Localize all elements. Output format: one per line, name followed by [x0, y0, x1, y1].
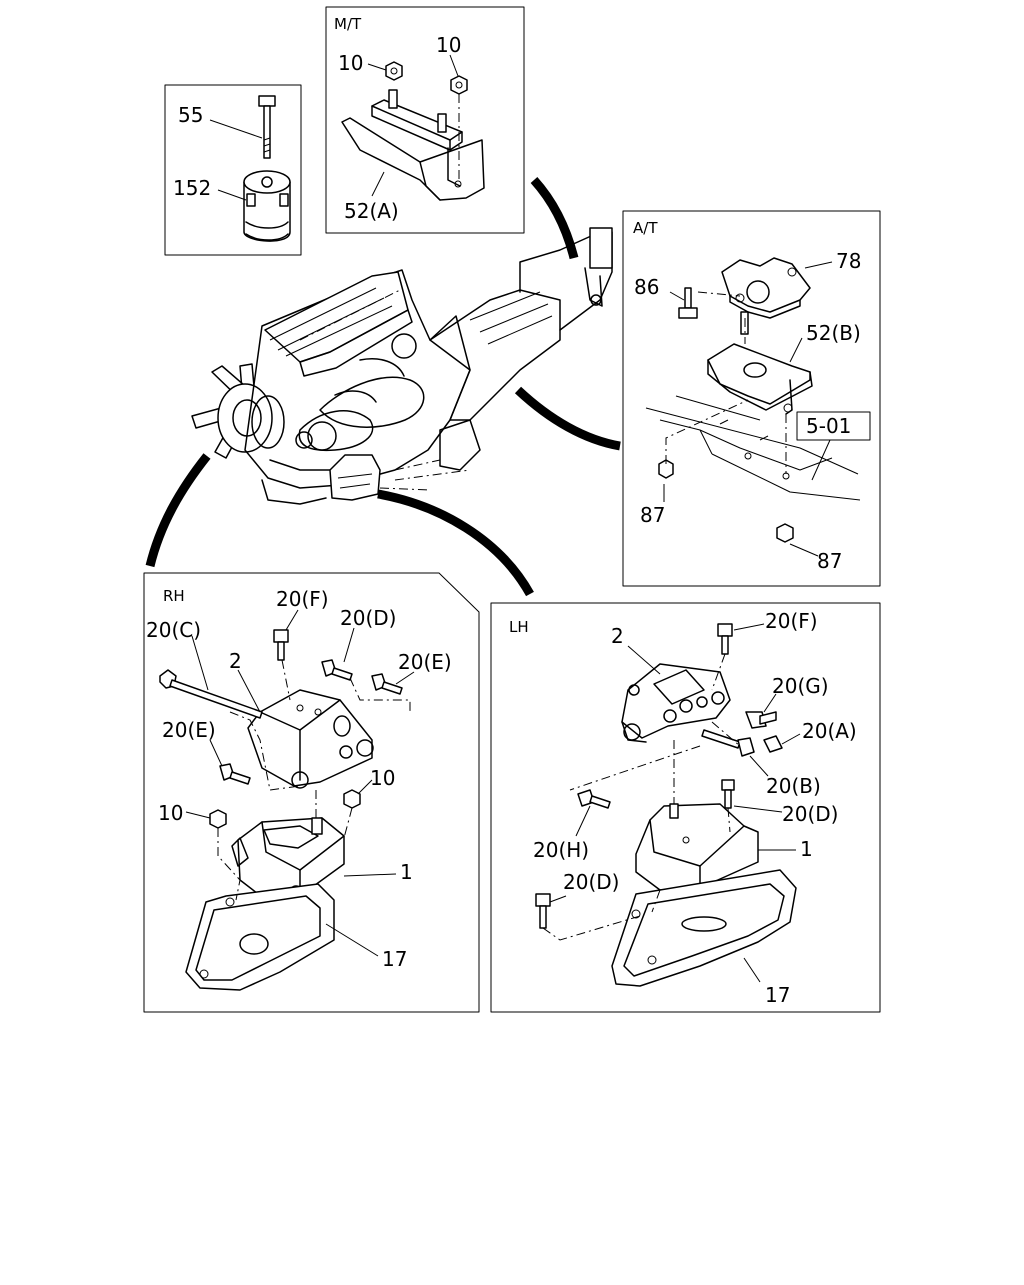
callout-arc-mt [530, 176, 579, 260]
nut-10-right-icon [450, 75, 468, 95]
engine-mount-1-lh-icon [635, 803, 759, 891]
bolt-20d-rh-icon [321, 659, 353, 681]
transmission-case [379, 227, 613, 491]
plate-17-rh-icon [185, 883, 335, 991]
bolt-20g-icon [745, 711, 777, 729]
engine-block [244, 269, 471, 505]
label-86: 86 [634, 275, 659, 299]
label-rh-10-right: 10 [370, 766, 395, 790]
bolt-20c-icon [159, 669, 263, 719]
label-lh-1: 1 [800, 837, 813, 861]
label-5-01: 5-01 [806, 414, 851, 438]
bolt-20e-top-icon [371, 673, 403, 695]
bracket-2-lh-icon [621, 663, 731, 743]
panel-lh-header: LH [509, 618, 529, 636]
chassis-frame [645, 395, 861, 501]
label-rh-20c: 20(C) [146, 618, 201, 642]
label-rh-17: 17 [382, 947, 407, 971]
label-lh-20f: 20(F) [765, 609, 818, 633]
label-52a: 52(A) [344, 199, 399, 223]
label-mt-10-left: 10 [338, 51, 363, 75]
label-rh-1: 1 [400, 860, 413, 884]
panel-rh: RH [143, 572, 480, 1013]
engine-mount-1-rh-icon [231, 817, 345, 901]
panel-lh: LH [490, 602, 881, 1013]
label-lh-2: 2 [611, 624, 624, 648]
label-rh-2: 2 [229, 649, 242, 673]
label-mt-10-right: 10 [436, 33, 461, 57]
label-rh-20f: 20(F) [276, 587, 329, 611]
nut-87-right-icon [776, 523, 794, 543]
label-lh-20d-left: 20(D) [563, 870, 619, 894]
panel-rh-header: RH [163, 587, 185, 605]
label-lh-20h: 20(H) [533, 838, 589, 862]
label-lh-20a: 20(A) [802, 719, 857, 743]
bolt-20d-lh-right-icon [721, 779, 735, 809]
bolt-20a-icon [763, 735, 783, 753]
insulator-152-icon [243, 170, 291, 242]
callout-arc-at [514, 386, 621, 451]
callout-arc-lh [377, 489, 534, 597]
panel-at: A/T [622, 210, 881, 587]
label-55: 55 [178, 103, 203, 127]
label-lh-20b: 20(B) [766, 774, 821, 798]
label-lh-20g: 20(G) [772, 674, 829, 698]
reference-box-5-01 [796, 411, 871, 441]
label-rh-20e-left: 20(E) [162, 718, 216, 742]
bracket-78-icon [721, 257, 811, 319]
engine-side-mount [329, 454, 381, 501]
bolt-20h-icon [577, 789, 611, 809]
nut-10-rh-right-icon [343, 789, 361, 809]
plate-17-lh-icon [611, 869, 797, 987]
nut-10-left-icon [385, 61, 403, 81]
bracket-52b-icon [707, 311, 813, 415]
label-87-right: 87 [817, 549, 842, 573]
label-rh-20e-top: 20(E) [398, 650, 452, 674]
panel-mt: M/T 10 10 52(A) [325, 6, 525, 234]
bolt-55-icon [258, 95, 276, 159]
bracket-52a-icon [341, 89, 485, 201]
panel-insulator: 55 152 [164, 84, 302, 256]
bolt-20f-lh-icon [717, 623, 733, 655]
panel-mt-header: M/T [334, 15, 362, 33]
bracket-2-rh-icon [247, 689, 374, 789]
label-rh-20d: 20(D) [340, 606, 396, 630]
bolt-20f-rh-icon [273, 629, 289, 661]
label-lh-20d-right: 20(D) [782, 802, 838, 826]
bolt-20b-icon [701, 729, 755, 757]
bolt-20d-lh-left-icon [535, 893, 551, 929]
nut-10-rh-left-icon [209, 809, 227, 829]
engine-transmission-assembly [191, 227, 613, 505]
label-lh-17: 17 [765, 983, 790, 1007]
cooling-fan [191, 363, 285, 459]
panel-at-header: A/T [633, 219, 658, 237]
bolt-86-icon [678, 287, 698, 319]
bolt-20e-left-icon [219, 763, 251, 785]
label-52b: 52(B) [806, 321, 861, 345]
callout-arc-rh [145, 453, 211, 568]
label-152: 152 [173, 176, 211, 200]
label-rh-10-left: 10 [158, 801, 183, 825]
label-87-left: 87 [640, 503, 665, 527]
label-78: 78 [836, 249, 861, 273]
